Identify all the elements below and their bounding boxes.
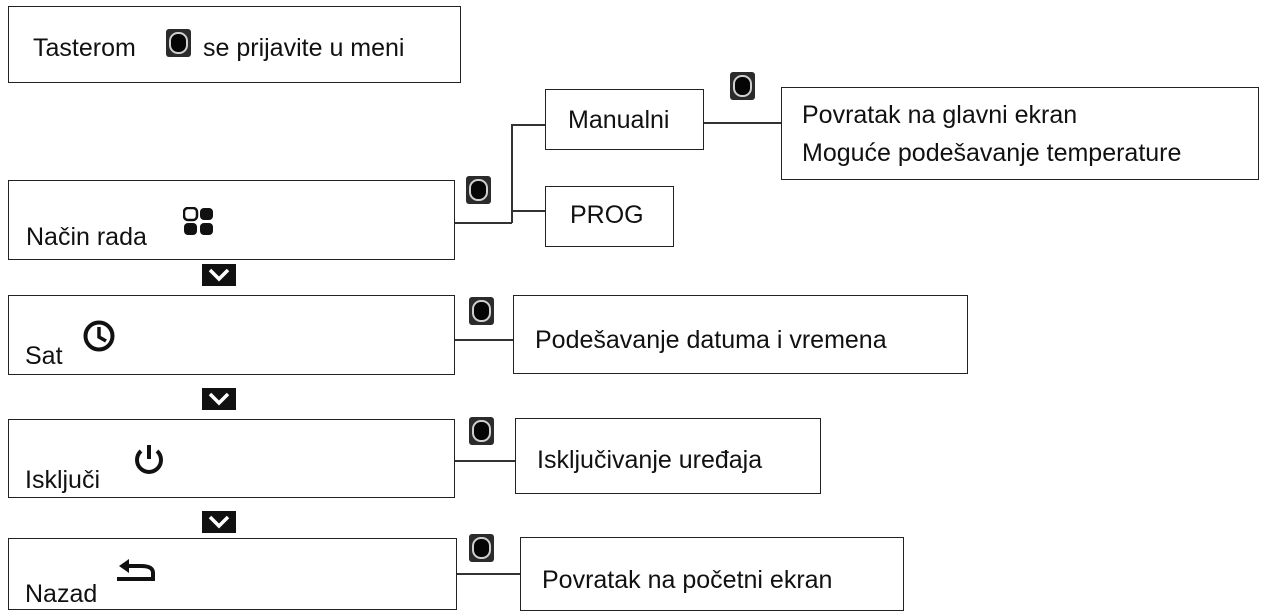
- connector-line: [455, 222, 512, 224]
- menu-item-mode: [8, 180, 455, 260]
- ok-button-icon: [469, 297, 494, 325]
- ok-button-icon: [469, 534, 494, 562]
- chevron-down-icon[interactable]: [202, 511, 236, 533]
- intro-text-before: Tasterom: [33, 34, 136, 62]
- connector-line: [511, 210, 546, 212]
- option-manual-box: [545, 89, 704, 150]
- ok-button-icon: [466, 176, 491, 204]
- ok-button-icon: [166, 29, 191, 57]
- menu-item-mode-label: Način rada: [26, 223, 147, 251]
- connector-line: [455, 339, 513, 341]
- result-back-text: Povratak na početni ekran: [542, 566, 833, 594]
- result-off-box: [515, 418, 821, 494]
- connector-line: [511, 124, 546, 126]
- menu-item-back: [8, 538, 457, 610]
- result-off-text: Isključivanje uređaja: [537, 446, 763, 474]
- manual-result-line1: Povratak na glavni ekran: [802, 101, 1078, 129]
- intro-box: [8, 6, 461, 83]
- ok-button-icon: [730, 72, 755, 100]
- menu-item-off: [8, 419, 455, 498]
- menu-item-back-label: Nazad: [25, 580, 98, 608]
- power-icon: [135, 445, 163, 474]
- back-arrow-icon: [117, 559, 155, 581]
- option-manual-label: Manualni: [568, 106, 670, 134]
- connector-line: [704, 122, 781, 124]
- result-clock-text: Podešavanje datuma i vremena: [535, 326, 887, 354]
- menu-item-off-label: Isključi: [25, 466, 101, 494]
- manual-result-line2: Moguće podešavanje temperature: [802, 139, 1182, 167]
- chevron-down-icon[interactable]: [202, 388, 236, 410]
- clock-icon: [83, 320, 115, 352]
- chevron-down-icon[interactable]: [202, 264, 236, 286]
- result-clock-box: [513, 295, 968, 374]
- connector-line: [455, 460, 516, 462]
- mode-grid-icon: [183, 207, 213, 235]
- option-prog-label: PROG: [570, 201, 644, 229]
- intro-text-after: se prijavite u meni: [203, 34, 405, 62]
- menu-item-clock: [8, 295, 455, 375]
- connector-line: [511, 124, 513, 223]
- ok-button-icon: [469, 417, 494, 445]
- menu-item-clock-label: Sat: [25, 342, 63, 370]
- option-prog-box: [545, 186, 674, 247]
- manual-result-box: [781, 87, 1259, 180]
- connector-line: [457, 573, 521, 575]
